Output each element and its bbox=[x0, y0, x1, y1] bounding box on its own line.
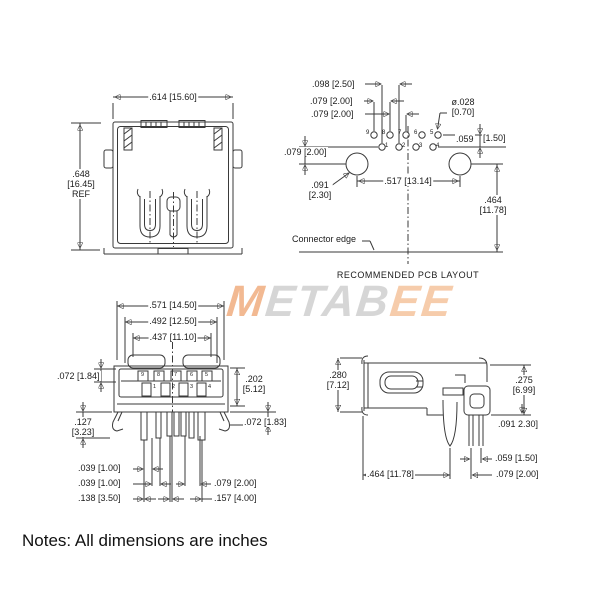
bottom-pin-d-dim: .079 [2.00] bbox=[213, 478, 258, 488]
notes-text: Notes: All dimensions are inches bbox=[22, 531, 268, 550]
pin-number: 5 bbox=[205, 372, 209, 378]
side-right-height-dim: .275 [6.99] bbox=[511, 375, 537, 395]
pin-number: 7 bbox=[174, 372, 178, 378]
pcb-pad-dia-dim: ø.028 [0.70] bbox=[450, 97, 476, 117]
pin-number: 3 bbox=[190, 384, 194, 390]
connector-edge-label: Connector edge bbox=[291, 234, 358, 244]
pcb-pitch-200b-dim: .079 [2.00] bbox=[310, 109, 355, 119]
pcb-row-gap-dim: .059 bbox=[455, 134, 475, 144]
pad-number: 9 bbox=[366, 130, 370, 136]
pad-number: 7 bbox=[398, 130, 402, 136]
front-height-dim: .648 [16.45] REF bbox=[66, 169, 96, 199]
pin-number: 4 bbox=[208, 384, 212, 390]
bottom-right-depth-dim: .202 [5.12] bbox=[241, 374, 267, 394]
side-pin-gap-dim: .059 [1.50] bbox=[494, 453, 539, 463]
pad-number: 2 bbox=[402, 143, 406, 149]
pad-number: 3 bbox=[419, 143, 423, 149]
front-view-drawing bbox=[71, 97, 243, 255]
pcb-pitch-200a-dim: .079 [2.00] bbox=[309, 96, 354, 106]
pad-number: 8 bbox=[382, 130, 386, 136]
side-pin-offset-dim: .079 [2.00] bbox=[495, 469, 540, 479]
pin-number: 8 bbox=[157, 372, 161, 378]
bottom-pin-a-dim: .039 [1.00] bbox=[77, 463, 122, 473]
side-height-dim: .280 [7.12] bbox=[325, 370, 351, 390]
pcb-row-gap-mm-dim: [1.50] bbox=[482, 133, 507, 143]
pcb-hole-span-dim: .517 [13.14] bbox=[383, 176, 433, 186]
bottom-view-drawing bbox=[76, 301, 276, 502]
pad-number: 5 bbox=[430, 130, 434, 136]
bottom-width-outer-dim: .571 [14.50] bbox=[148, 300, 198, 310]
bottom-width-inner-dim: .437 [11.10] bbox=[148, 332, 198, 342]
bottom-pin-b-dim: .039 [1.00] bbox=[77, 478, 122, 488]
pcb-hole-dia-dim: .091 [2.30] bbox=[307, 180, 333, 200]
pin-number: 2 bbox=[172, 384, 176, 390]
side-standoff-dim: .091 2.30] bbox=[497, 419, 540, 429]
bottom-left-band-dim: .072 [1.84] bbox=[56, 371, 101, 381]
bottom-right-offset-dim: .072 [1.83] bbox=[243, 417, 288, 427]
pad-number: 1 bbox=[385, 143, 389, 149]
front-width-dim: .614 [15.60] bbox=[148, 92, 198, 102]
bottom-width-mid-dim: .492 [12.50] bbox=[148, 316, 198, 326]
bottom-leg-len-dim: .127 [3.23] bbox=[70, 417, 96, 437]
bottom-pin-c-dim: .138 [3.50] bbox=[77, 493, 122, 503]
pcb-row-to-hole-dim: .079 [2.00] bbox=[283, 147, 328, 157]
pcb-pitch-250-dim: .098 [2.50] bbox=[311, 79, 356, 89]
side-depth-dim: .464 [11.78] bbox=[366, 469, 415, 479]
pad-number: 4 bbox=[436, 143, 440, 149]
pin-number: 6 bbox=[190, 372, 194, 378]
pad-number: 6 bbox=[414, 130, 418, 136]
pin-number: 9 bbox=[141, 372, 145, 378]
pin-number: 1 bbox=[153, 384, 157, 390]
pcb-layout-caption: RECOMMENDED PCB LAYOUT bbox=[335, 270, 481, 280]
bottom-pin-e-dim: .157 [4.00] bbox=[213, 493, 258, 503]
pcb-edge-dist-dim: .464 [11.78] bbox=[478, 195, 508, 215]
